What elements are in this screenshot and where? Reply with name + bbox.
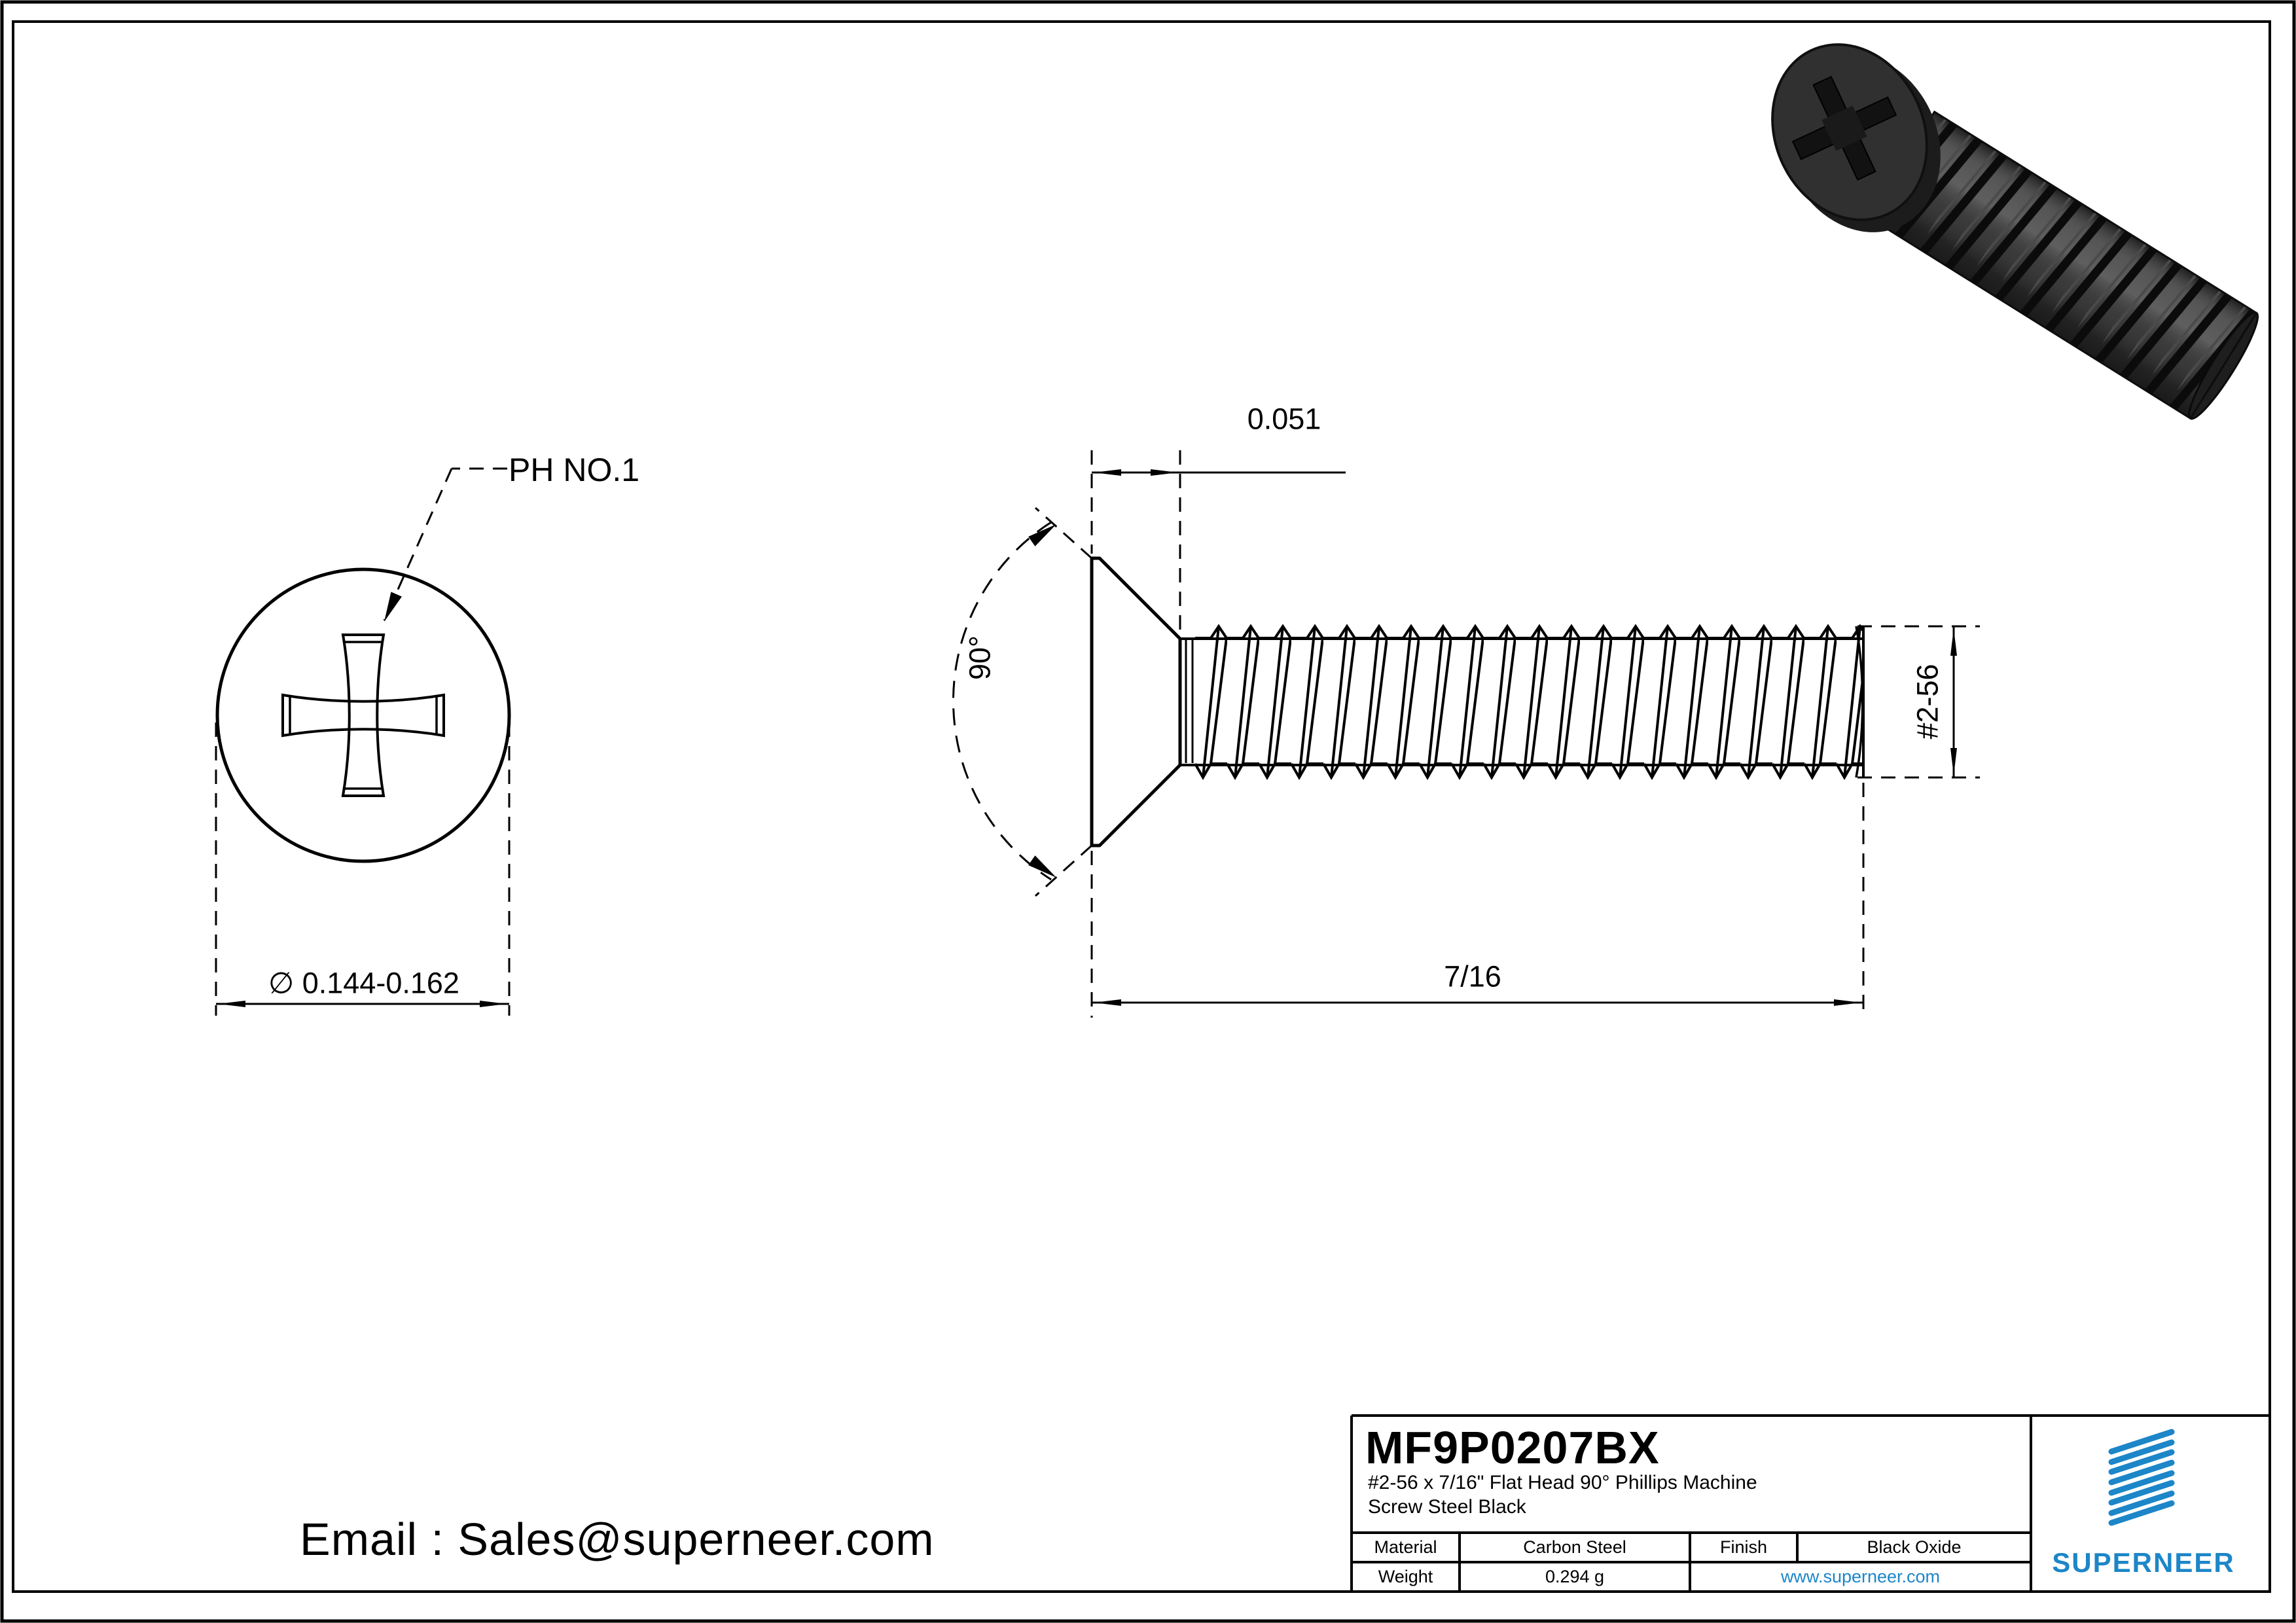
finish-label-cell: Finish [1719,1537,1768,1557]
phillips-recess-3d-icon [1791,75,1897,181]
diameter-dim-text: ∅ 0.144-0.162 [268,966,459,1000]
front-view-drawing [215,467,511,1016]
thread-profile [1195,622,1863,782]
thread-size-dim-text: #2-56 [1910,664,1945,740]
title-block-grid [1350,1414,2270,1592]
head-outline-circle [215,567,511,863]
side-view-drawing [952,450,1980,1018]
superneer-logo-icon [2108,1429,2175,1526]
finish-value-cell: Black Oxide [1867,1537,1962,1557]
countersink-angle-dimension [952,507,1093,897]
recess-label: PH NO.1 [509,452,640,488]
part-description-line2: Screw Steel Black [1368,1496,1526,1518]
brand-name: SUPERNEER [2052,1547,2235,1578]
leader-arrowhead-icon [384,592,402,622]
recess-leader-line [383,467,507,622]
website-link[interactable]: www.superneer.com [1780,1567,1941,1586]
phillips-recess-icon [281,633,445,797]
head-height-dimension [1090,450,1346,630]
weight-value-cell: 0.294 g [1545,1567,1605,1586]
diameter-dimension [215,722,511,1016]
part-description-line1: #2-56 x 7/16" Flat Head 90° Phillips Mac… [1368,1472,1757,1493]
length-dim-text: 7/16 [1444,959,1501,993]
countersink-angle-dim-text: 90° [963,635,997,681]
head-height-dim-text: 0.051 [1247,402,1321,436]
weight-label-cell: Weight [1378,1567,1433,1586]
screw-3d-render [1771,43,2259,420]
thread-size-dimension [1857,625,1980,779]
length-dimension [1090,783,1865,1018]
material-value-cell: Carbon Steel [1523,1537,1626,1557]
part-number: MF9P0207BX [1365,1422,1660,1473]
email-line: Email : Sales@superneer.com [300,1514,935,1565]
head-profile [1090,556,1182,847]
material-label-cell: Material [1374,1537,1437,1557]
